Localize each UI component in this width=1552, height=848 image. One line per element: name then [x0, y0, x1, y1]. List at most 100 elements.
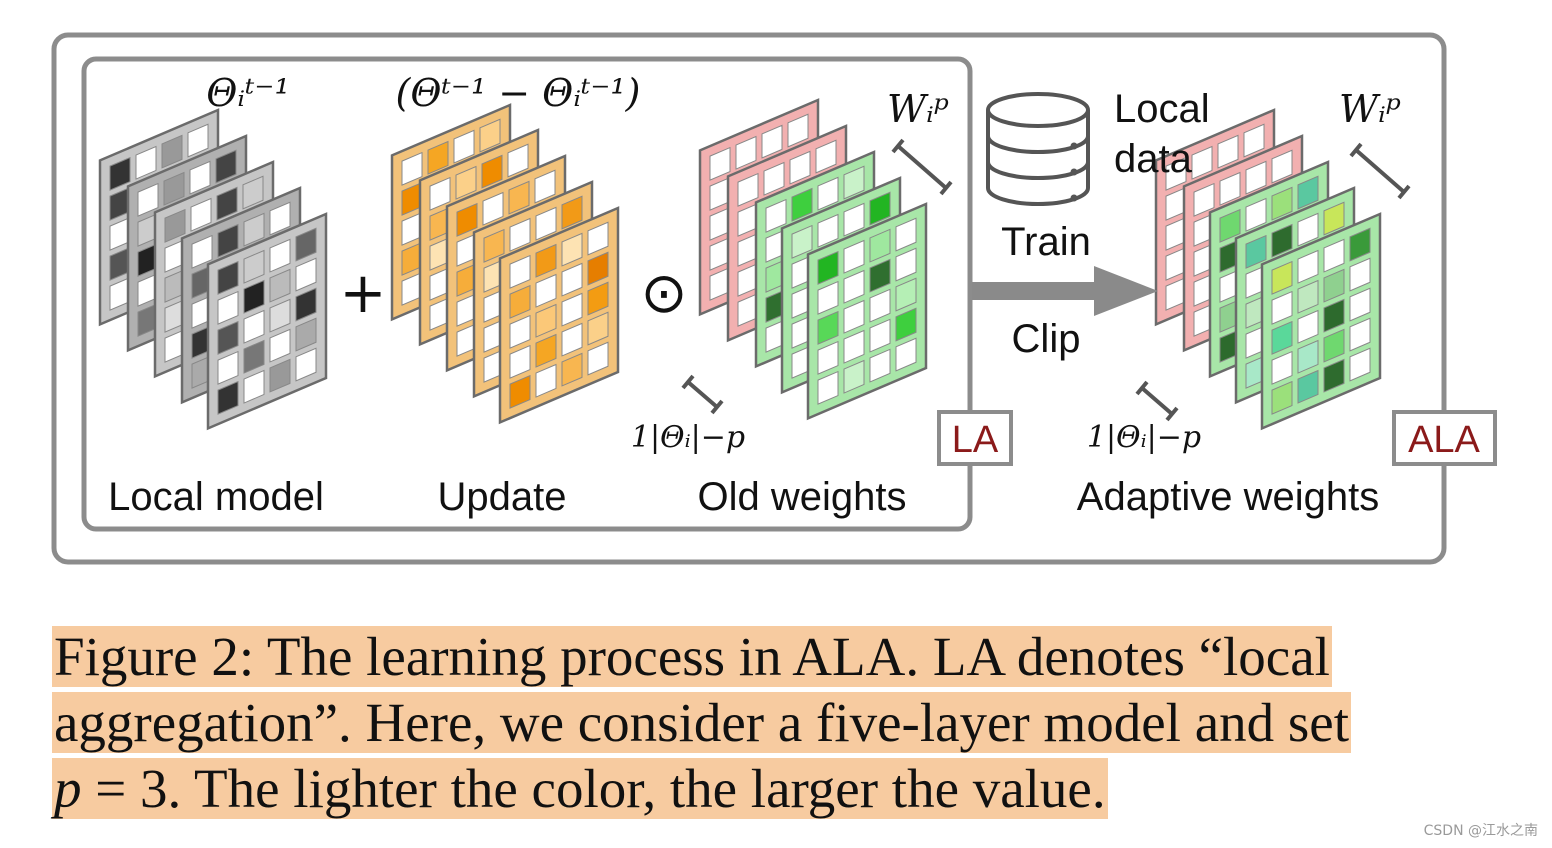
- grid-cell: [869, 191, 891, 226]
- grid-cell: [1219, 171, 1241, 206]
- grid-cell: [535, 363, 557, 398]
- grid-cell: [1271, 380, 1293, 415]
- grid-cell: [482, 191, 504, 226]
- grid-cell: [191, 234, 213, 269]
- grid-cell: [709, 146, 731, 181]
- grid-cell: [269, 268, 291, 303]
- grid-cell: [509, 284, 531, 319]
- grid-cell: [735, 135, 757, 170]
- grid-cell: [1297, 309, 1319, 344]
- grid-cell: [1323, 358, 1345, 393]
- grid-cell: [587, 221, 609, 256]
- bracket-wip-left: [891, 138, 953, 196]
- grid-cell: [737, 172, 759, 207]
- grid-cell: [869, 228, 891, 263]
- grid-cell: [1271, 290, 1293, 325]
- grid-cell: [137, 182, 159, 217]
- grid-cell: [1297, 212, 1319, 247]
- bracket-wip-right: [1349, 142, 1411, 200]
- grid-cell: [817, 176, 839, 211]
- grid-cell: [135, 145, 157, 180]
- grid-cell: [1297, 369, 1319, 404]
- grid-cell: [161, 134, 183, 169]
- adaptive-weights-layers: [1154, 108, 1382, 431]
- local-data-label-line2: data: [1114, 137, 1193, 181]
- update-math: (Θᵗ⁻¹ − Θᵢᵗ⁻¹): [396, 71, 641, 115]
- update-label: Update: [438, 475, 567, 519]
- grid-cell: [1323, 298, 1345, 333]
- theta-prev-math: Θᵢᵗ⁻¹: [206, 71, 289, 115]
- grid-cell: [242, 175, 264, 210]
- local-model-layers: [98, 108, 328, 431]
- grid-cell: [1349, 347, 1371, 382]
- adaptive-weights-label: Adaptive weights: [1077, 475, 1379, 519]
- grid-cell: [509, 314, 531, 349]
- grid-cell: [509, 217, 531, 252]
- grid-cell: [1217, 134, 1239, 169]
- grid-cell: [509, 344, 531, 379]
- clip-label: Clip: [1012, 317, 1081, 361]
- grid-cell: [189, 160, 211, 195]
- grid-cell: [587, 251, 609, 286]
- grid-cell: [817, 280, 839, 315]
- grid-cell: [243, 279, 265, 314]
- hadamard-operator: ⊙: [641, 261, 688, 326]
- grid-cell: [269, 298, 291, 333]
- grid-cell: [761, 124, 783, 159]
- grid-cell: [507, 143, 529, 178]
- grid-cell: [453, 129, 475, 164]
- grid-cell: [1323, 328, 1345, 363]
- grid-cell: [243, 249, 265, 284]
- grid-cell: [789, 150, 811, 185]
- grid-cell: [456, 202, 478, 237]
- grid-cell: [869, 318, 891, 353]
- update-layer: [498, 206, 620, 425]
- grid-cell: [217, 290, 239, 325]
- grid-cell: [217, 350, 239, 385]
- grid-cell: [765, 198, 787, 233]
- grid-cell: [843, 165, 865, 200]
- la-badge: LA: [937, 410, 1013, 466]
- grid-cell: [295, 227, 317, 262]
- grid-cell: [817, 310, 839, 345]
- grid-cell: [1271, 260, 1293, 295]
- grid-cell: [1349, 257, 1371, 292]
- grid-cell: [1245, 197, 1267, 232]
- old-weights-label: Old weights: [698, 475, 907, 519]
- grid-cell: [843, 202, 865, 237]
- grid-cell: [243, 369, 265, 404]
- grid-cell: [561, 195, 583, 230]
- grid-cell: [1297, 339, 1319, 374]
- grid-cell: [535, 243, 557, 278]
- grid-cell: [1271, 350, 1293, 385]
- grid-cell: [269, 201, 291, 236]
- grid-cell: [243, 212, 265, 247]
- grid-cell: [895, 247, 917, 282]
- grid-cell: [869, 348, 891, 383]
- grid-cell: [1165, 156, 1187, 191]
- grid-cell: [1219, 208, 1241, 243]
- grid-cell: [243, 309, 265, 344]
- train-label: Train: [1001, 220, 1091, 264]
- wip-math-right: Wᵢᵖ: [1339, 87, 1401, 131]
- grid-cell: [817, 340, 839, 375]
- grid-cell: [561, 322, 583, 357]
- grid-cell: [295, 317, 317, 352]
- grid-cell: [509, 254, 531, 289]
- grid-cell: [869, 288, 891, 323]
- grid-cell: [508, 180, 530, 215]
- caption-line-2: aggregation”. Here, we consider a five-l…: [52, 692, 1351, 753]
- bracket-ones-left: [681, 374, 724, 415]
- grid-cell: [535, 206, 557, 241]
- grid-cell: [1191, 145, 1213, 180]
- old-weights-layers: [698, 98, 928, 421]
- grid-cell: [1349, 317, 1371, 352]
- grid-cell: [509, 374, 531, 409]
- grid-cell: [217, 320, 239, 355]
- grid-cell: [427, 140, 449, 175]
- grid-cell: [295, 257, 317, 292]
- grid-cell: [269, 328, 291, 363]
- grid-cell: [817, 213, 839, 248]
- grid-cell: [481, 154, 503, 189]
- grid-cell: [787, 113, 809, 148]
